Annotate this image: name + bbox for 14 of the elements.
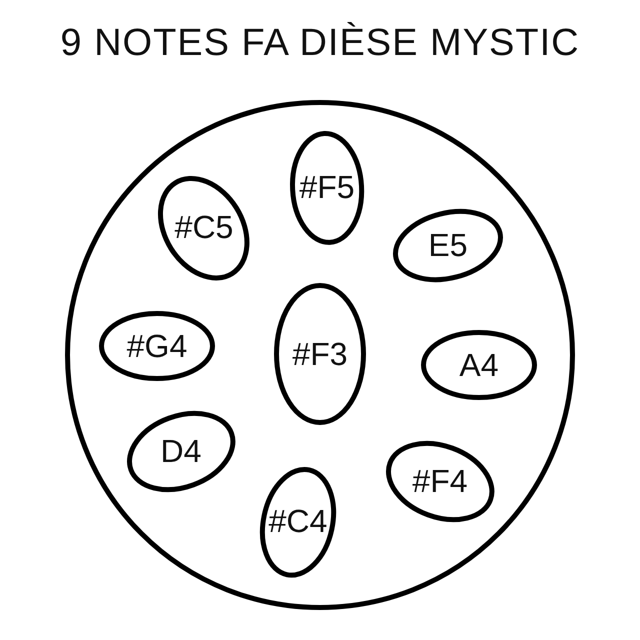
note-label: E5 <box>428 227 468 264</box>
note-oval <box>418 327 540 403</box>
note-label: #C5 <box>174 209 234 246</box>
note-oval <box>271 280 369 428</box>
note-label: A4 <box>459 346 499 384</box>
note-label: #F3 <box>292 336 348 372</box>
diagram-title: 9 NOTES FA DIÈSE MYSTIC <box>59 22 581 65</box>
note-label: #G4 <box>126 328 188 364</box>
drum-circle <box>62 97 578 613</box>
note-label: D4 <box>160 433 202 470</box>
note-label: #F4 <box>412 463 468 500</box>
note-label: #F5 <box>299 169 355 206</box>
note-oval <box>96 308 218 384</box>
note-label: #C4 <box>268 503 328 540</box>
